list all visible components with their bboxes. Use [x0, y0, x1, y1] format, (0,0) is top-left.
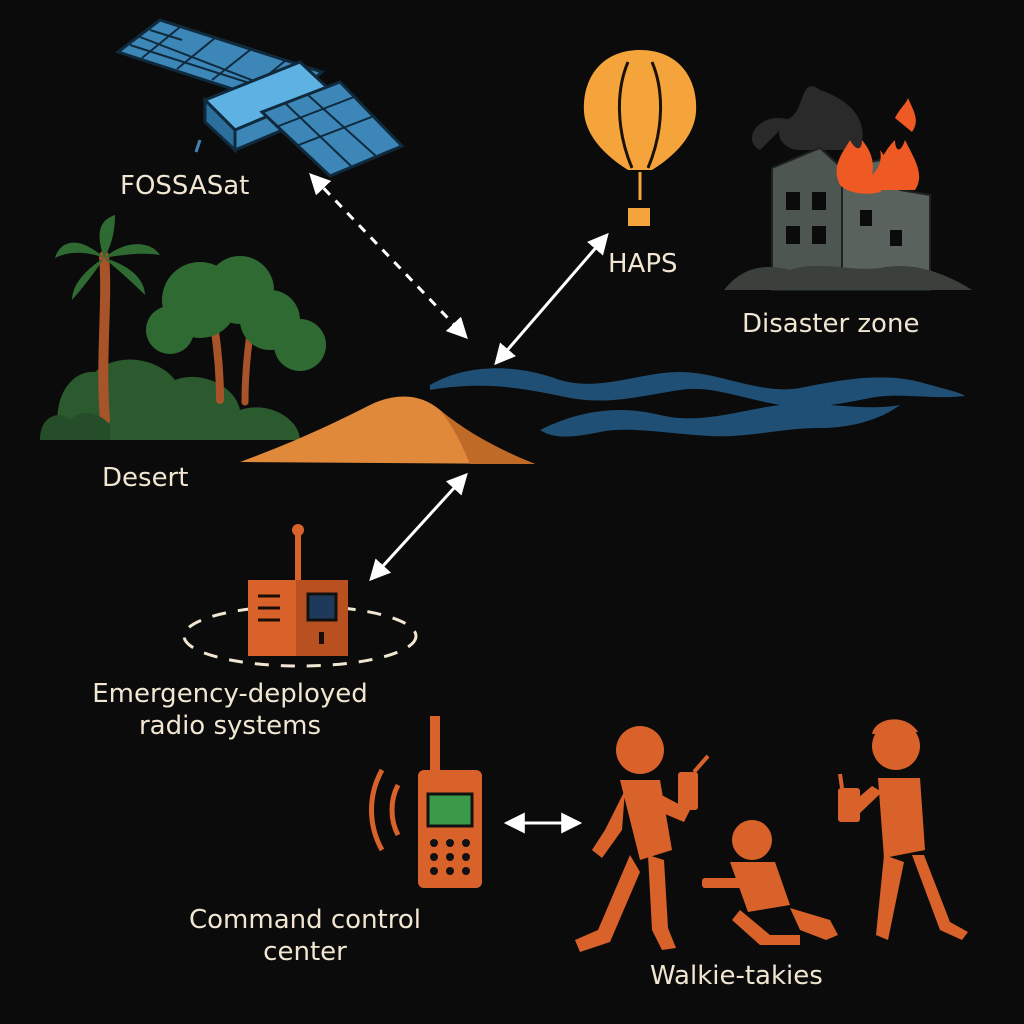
ruined-building-icon	[724, 86, 972, 291]
fire-icon	[836, 98, 920, 194]
fossasat-label: FOSSASat	[120, 171, 250, 201]
emergency-radio-label: Emergency-deployed radio systems	[60, 678, 400, 742]
satellite-icon	[114, 18, 405, 178]
walkie-talkies-label: Walkie-takies	[650, 961, 823, 991]
command-center-label-line1: Command control	[188, 905, 422, 935]
person-icon	[575, 726, 710, 952]
radio-unit-icon	[182, 524, 418, 668]
disaster-zone-label: Disaster zone	[742, 309, 920, 339]
emergency-radio-label-line2: radio systems	[138, 711, 322, 741]
haps-link-arrow	[494, 232, 609, 366]
emergency-radio-label-line1: Emergency-deployed	[92, 679, 368, 709]
palm-tree-icon	[40, 215, 326, 440]
person-icon	[838, 719, 968, 940]
person-icon	[702, 820, 838, 945]
sand-dune-icon	[240, 396, 535, 464]
balloon-icon	[583, 50, 697, 226]
desert-label: Desert	[102, 463, 189, 493]
satellite-link-arrow	[309, 172, 468, 340]
radio-link-arrow	[369, 472, 468, 582]
walkie-talkie-icon	[369, 716, 482, 888]
water-waves-icon	[430, 368, 965, 437]
haps-label: HAPS	[608, 249, 678, 279]
command-center-label: Command control center	[150, 904, 460, 968]
command-center-label-line2: center	[263, 937, 347, 967]
